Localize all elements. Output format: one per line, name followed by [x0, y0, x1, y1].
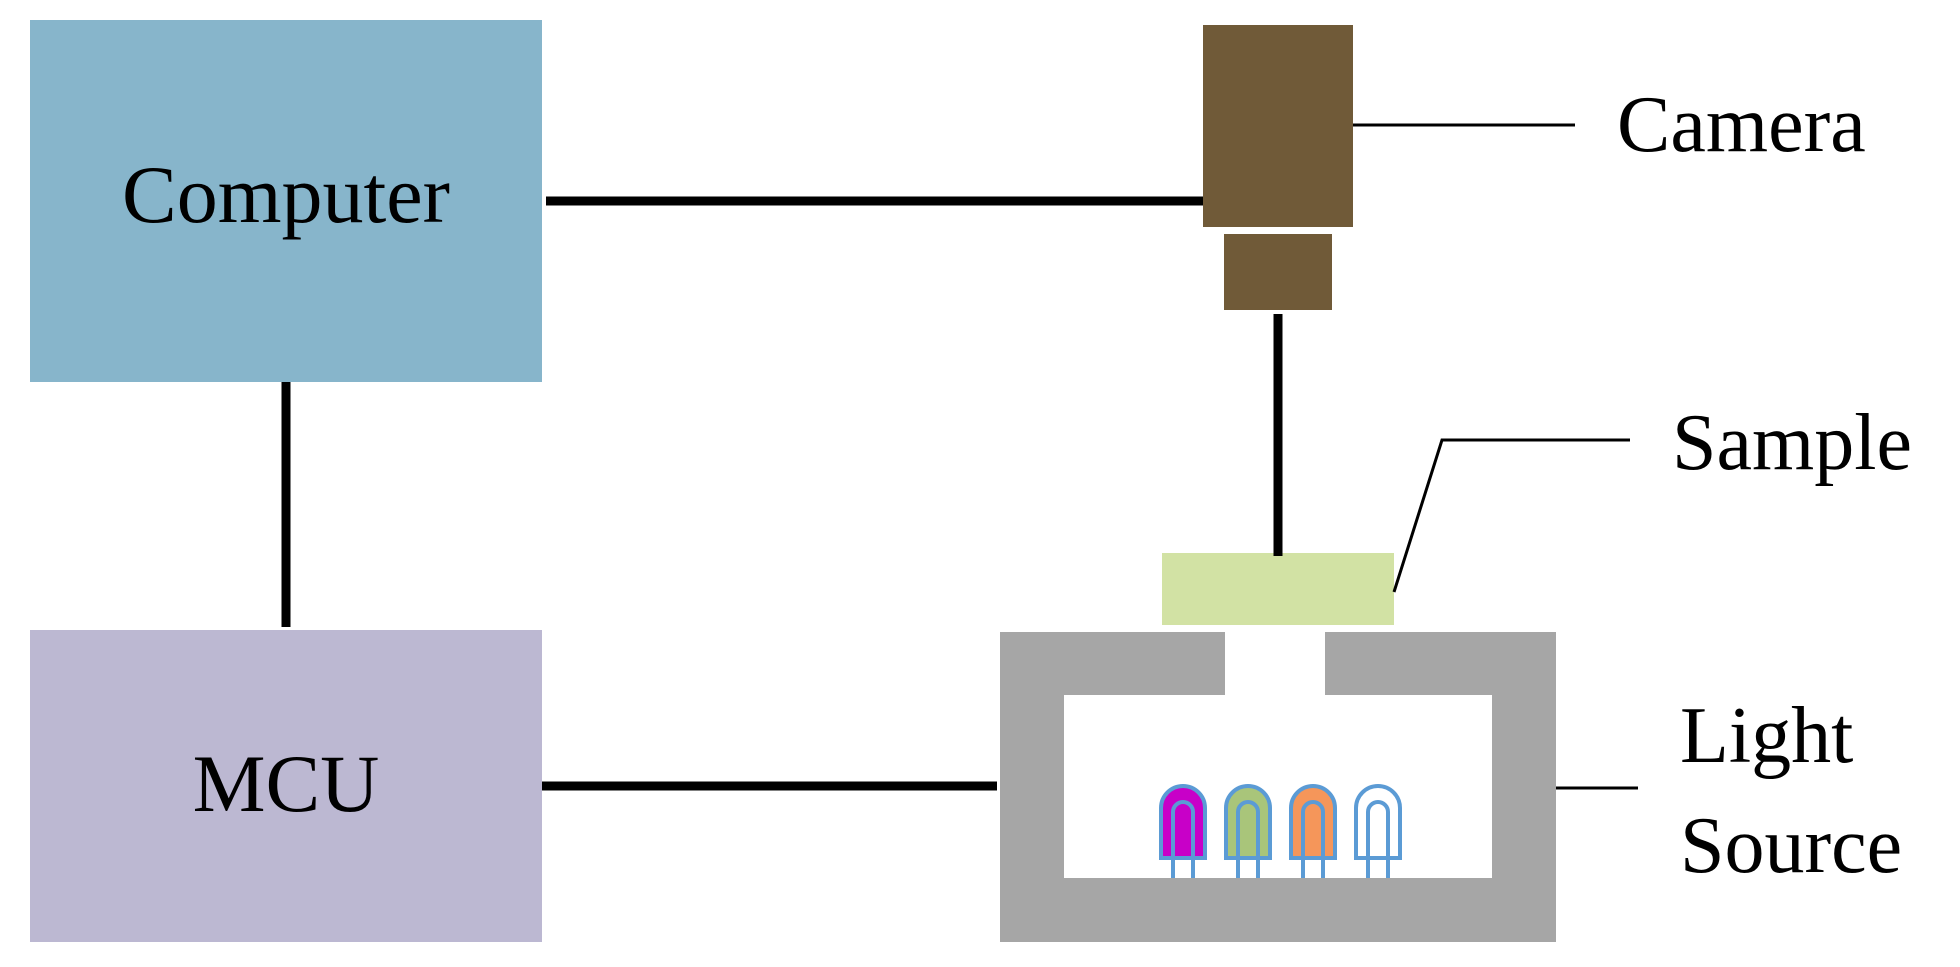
led-dome — [1354, 784, 1402, 860]
sample-node: Sample — [1162, 399, 1912, 625]
led-dome — [1224, 784, 1272, 860]
sample-label: Sample — [1672, 399, 1912, 487]
camera-node: Camera — [1203, 25, 1866, 310]
mcu-label: MCU — [193, 738, 380, 829]
light-source-node: Light Source — [1000, 632, 1902, 942]
led-dome — [1159, 784, 1207, 860]
sample-leader-line — [1392, 438, 1630, 593]
computer-box — [30, 20, 542, 382]
led-inner-element — [1366, 800, 1390, 858]
led-green — [1224, 784, 1272, 878]
led-inner-element — [1236, 800, 1260, 858]
camera-lens — [1224, 234, 1332, 310]
led-inner-element — [1171, 800, 1195, 858]
mcu-box — [30, 630, 542, 942]
camera-label: Camera — [1617, 81, 1866, 169]
camera-body — [1203, 25, 1353, 227]
led-magenta — [1159, 784, 1207, 878]
led-dome — [1289, 784, 1337, 860]
led-orange — [1289, 784, 1337, 878]
computer-label: Computer — [122, 149, 450, 240]
light-source-label-line2: Source — [1680, 802, 1902, 890]
led-array — [1159, 784, 1402, 878]
led-inner-element — [1301, 800, 1325, 858]
sample-block — [1162, 553, 1394, 625]
edges — [281, 196, 1283, 791]
computer-node: Computer — [30, 20, 542, 382]
light-source-label-line1: Light — [1680, 692, 1853, 780]
led-white — [1354, 784, 1402, 878]
mcu-node: MCU — [30, 630, 542, 942]
light-source-housing — [1000, 632, 1556, 942]
